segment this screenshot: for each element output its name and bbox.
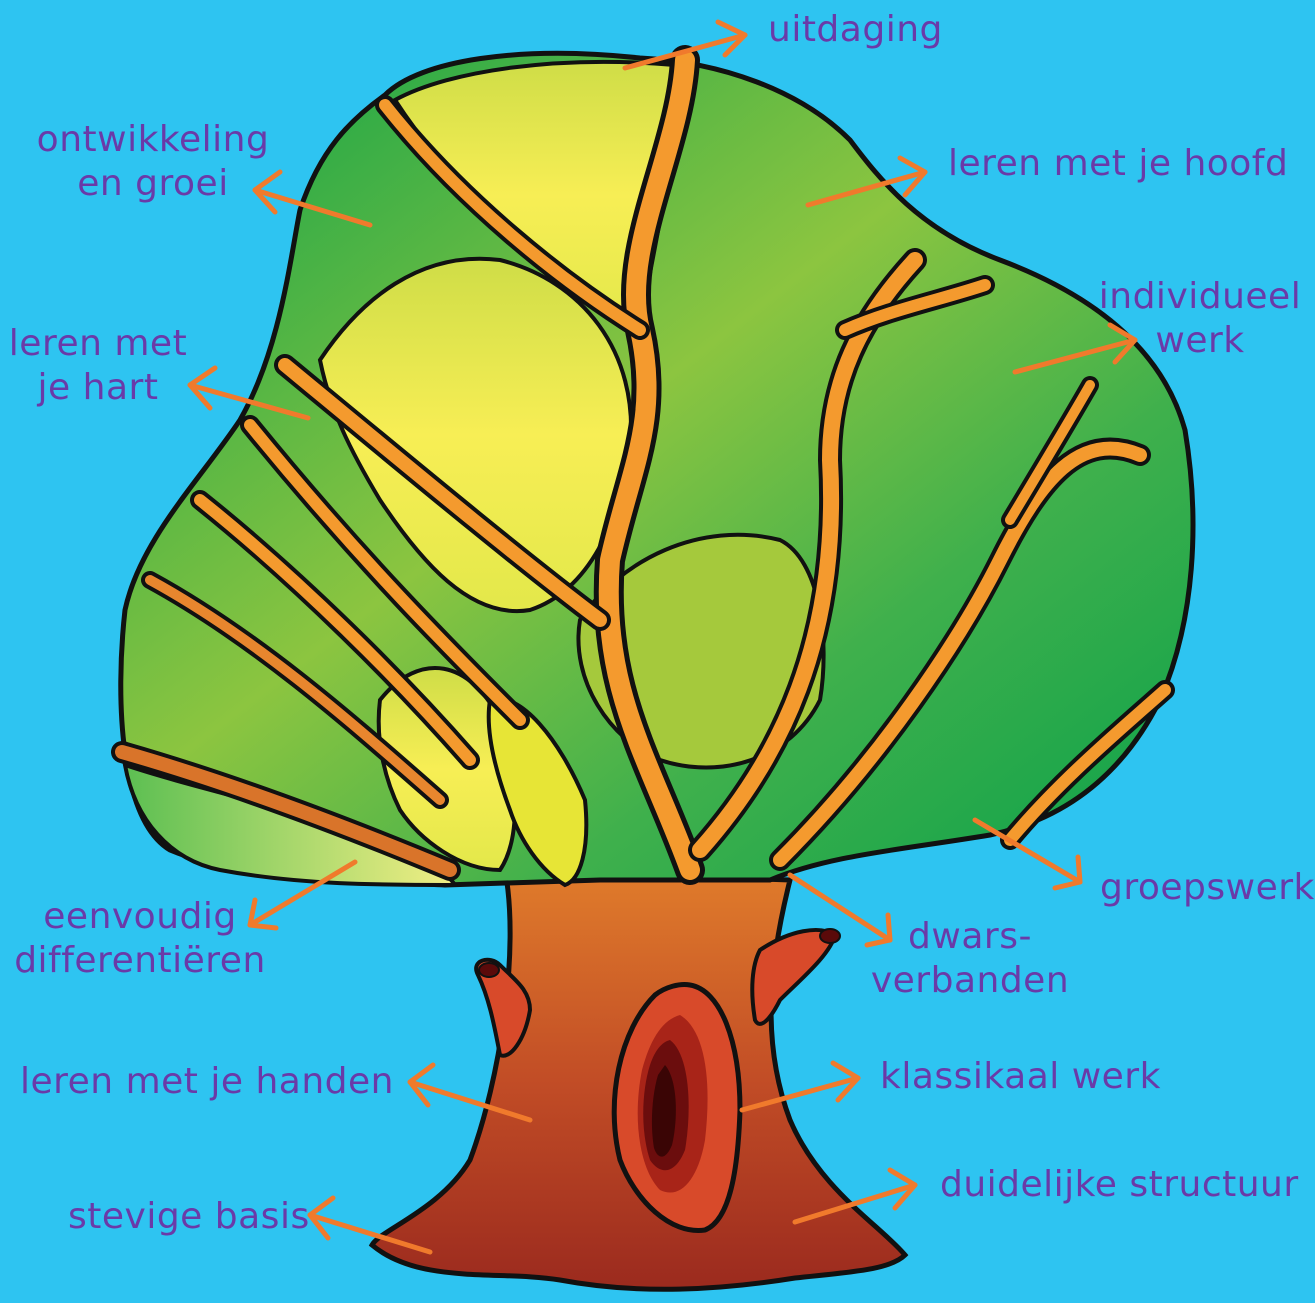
stub-cut-left — [479, 963, 499, 977]
stub-cut-right — [820, 929, 840, 943]
label-structuur: duidelijke structuur — [940, 1163, 1299, 1207]
label-klassikaal: klassikaal werk — [880, 1055, 1161, 1099]
label-groepswerk: groepswerk — [1100, 866, 1315, 910]
label-uitdaging: uitdaging — [768, 8, 943, 52]
label-stevige-basis: stevige basis — [68, 1195, 310, 1239]
label-handen: leren met je handen — [20, 1060, 394, 1104]
label-dwarsverbanden: dwars-verbanden — [870, 915, 1070, 1003]
label-hoofd: leren met je hoofd — [948, 142, 1288, 186]
